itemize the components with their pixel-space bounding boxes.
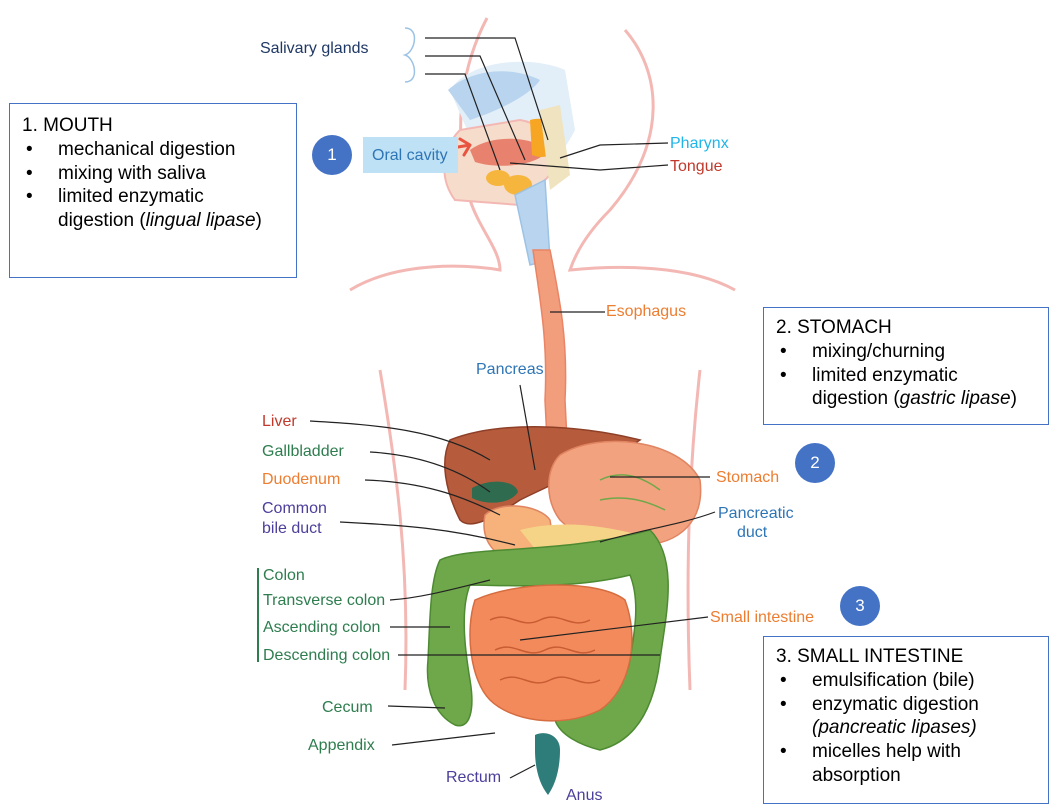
label-common-bile-duct-1: Common <box>262 500 327 517</box>
label-rectum: Rectum <box>446 769 501 786</box>
rectum-organ <box>535 733 560 795</box>
mouth-item-3-italic: lingual lipase <box>146 210 256 231</box>
label-transverse-colon: Transverse colon <box>263 592 385 609</box>
stomach-item-2-italic: gastric lipase <box>900 388 1011 409</box>
intestine-item-2-italic: (pancreatic lipases) <box>812 717 977 738</box>
intestine-box-list: emulsification (bile) enzymatic digestio… <box>776 669 1036 788</box>
mouth-item-2: mixing with saliva <box>22 162 284 186</box>
label-liver: Liver <box>262 413 297 430</box>
stomach-box-title: 2. STOMACH <box>776 316 1036 340</box>
small-intestine-organ <box>470 585 632 721</box>
stomach-item-1: mixing/churning <box>776 340 1036 364</box>
intestine-box-title: 3. SMALL INTESTINE <box>776 645 1036 669</box>
label-pharynx: Pharynx <box>670 135 729 152</box>
label-cecum: Cecum <box>322 699 373 716</box>
label-ascending-colon: Ascending colon <box>263 619 380 636</box>
small-intestine-info-box: 3. SMALL INTESTINE emulsification (bile)… <box>763 636 1049 804</box>
intestine-item-2: enzymatic digestion(pancreatic lipases) <box>776 693 1036 741</box>
stomach-info-box: 2. STOMACH mixing/churning limited enzym… <box>763 307 1049 425</box>
label-colon: Colon <box>263 567 305 584</box>
label-small-intestine: Small intestine <box>710 609 814 626</box>
mouth-box-list: mechanical digestion mixing with saliva … <box>22 138 284 233</box>
intestine-item-3: micelles help with absorption <box>776 740 1036 788</box>
label-anus: Anus <box>566 787 602 804</box>
label-pancreatic-duct-1: Pancreatic <box>718 505 794 522</box>
badge-stomach: 2 <box>795 443 835 483</box>
label-descending-colon: Descending colon <box>263 647 390 664</box>
stomach-item-2: limited enzymatic digestion (gastric lip… <box>776 364 1036 412</box>
head-anatomy <box>444 62 575 265</box>
label-tongue: Tongue <box>670 158 723 175</box>
label-stomach: Stomach <box>716 469 779 486</box>
mouth-info-box: 1. MOUTH mechanical digestion mixing wit… <box>9 103 297 278</box>
label-esophagus: Esophagus <box>606 303 686 320</box>
label-pancreas: Pancreas <box>476 361 544 378</box>
mouth-item-1: mechanical digestion <box>22 138 284 162</box>
label-salivary-glands: Salivary glands <box>260 40 369 57</box>
badge-mouth: 1 <box>312 135 352 175</box>
label-gallbladder: Gallbladder <box>262 443 345 460</box>
mouth-box-title: 1. MOUTH <box>22 114 284 138</box>
label-oral-cavity: Oral cavity <box>372 147 448 164</box>
label-pancreatic-duct-2: duct <box>737 524 768 541</box>
label-common-bile-duct-2: bile duct <box>262 520 322 537</box>
label-appendix: Appendix <box>308 737 375 754</box>
badge-small-intestine: 3 <box>840 586 880 626</box>
mouth-item-3: limited enzymatic digestion (lingual lip… <box>22 185 284 233</box>
intestine-item-1: emulsification (bile) <box>776 669 1036 693</box>
label-duodenum: Duodenum <box>262 471 340 488</box>
stomach-box-list: mixing/churning limited enzymatic digest… <box>776 340 1036 411</box>
